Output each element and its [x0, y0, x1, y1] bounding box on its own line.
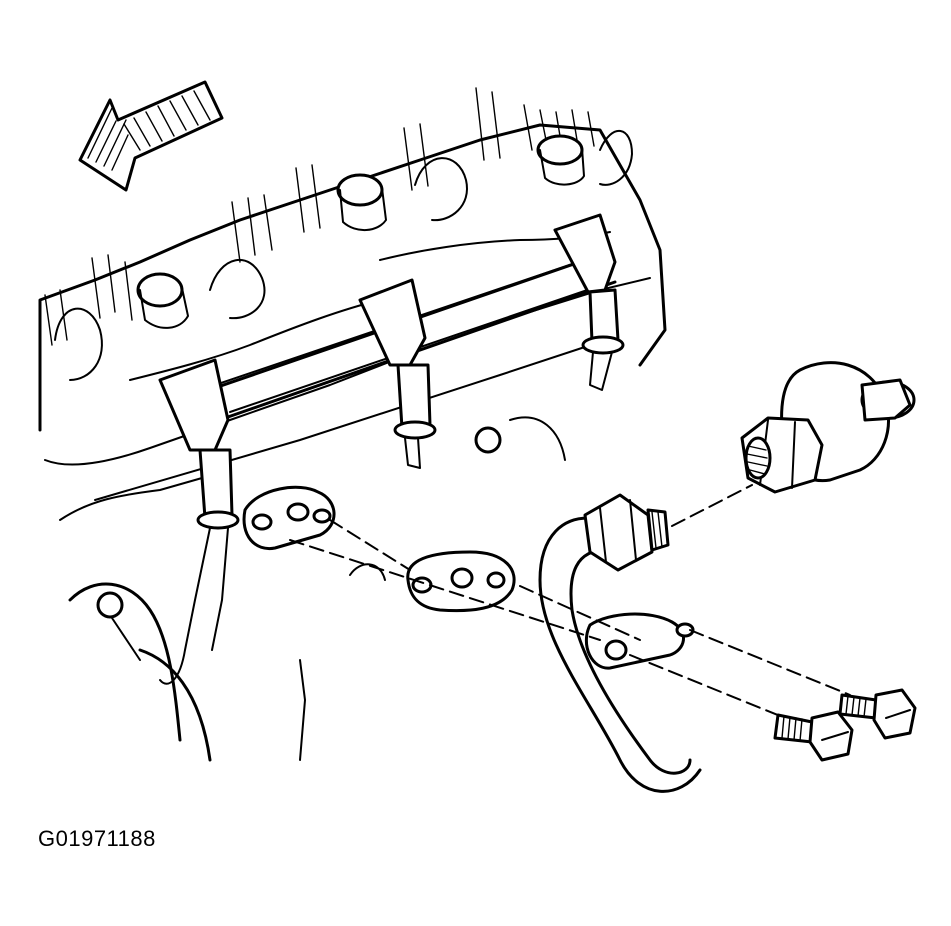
fuel-pressure-regulator [740, 361, 916, 494]
figure-id-label: G01971188 [38, 826, 156, 851]
fuel-pipe [538, 493, 702, 793]
gasket [242, 485, 516, 613]
bolt [773, 688, 917, 762]
engine-top [38, 87, 667, 762]
direction-arrow [78, 80, 224, 192]
alignment-lines [289, 484, 851, 721]
fuel-injector [158, 213, 625, 685]
